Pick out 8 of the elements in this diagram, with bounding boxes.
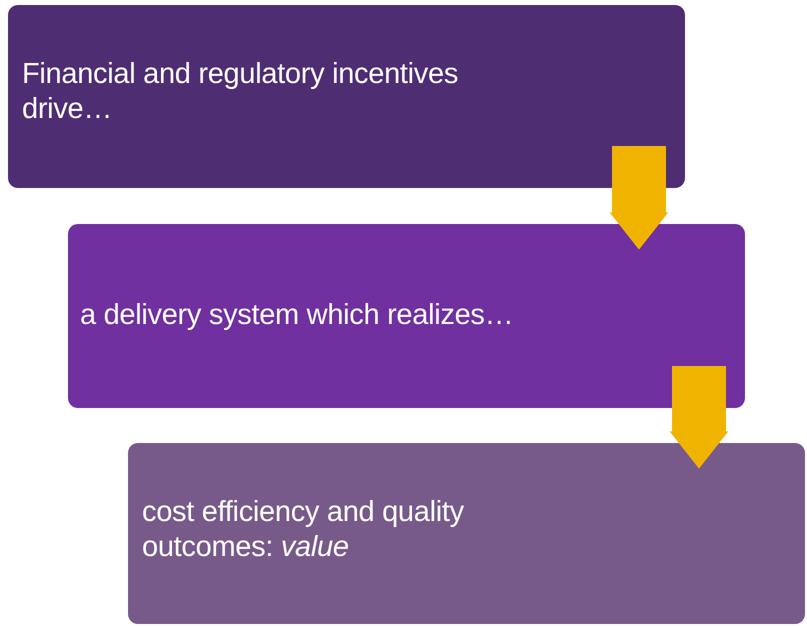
box-text: cost efficiency and quality outcomes: value xyxy=(142,495,465,566)
process-box xyxy=(68,224,745,408)
process-box xyxy=(128,443,805,624)
box-text: a delivery system which realizes… xyxy=(80,298,514,334)
process-box xyxy=(8,5,685,188)
block-arrow xyxy=(670,366,728,469)
block-arrow xyxy=(610,146,668,250)
box-text: Financial and regulatory incentives drive… xyxy=(22,57,460,128)
